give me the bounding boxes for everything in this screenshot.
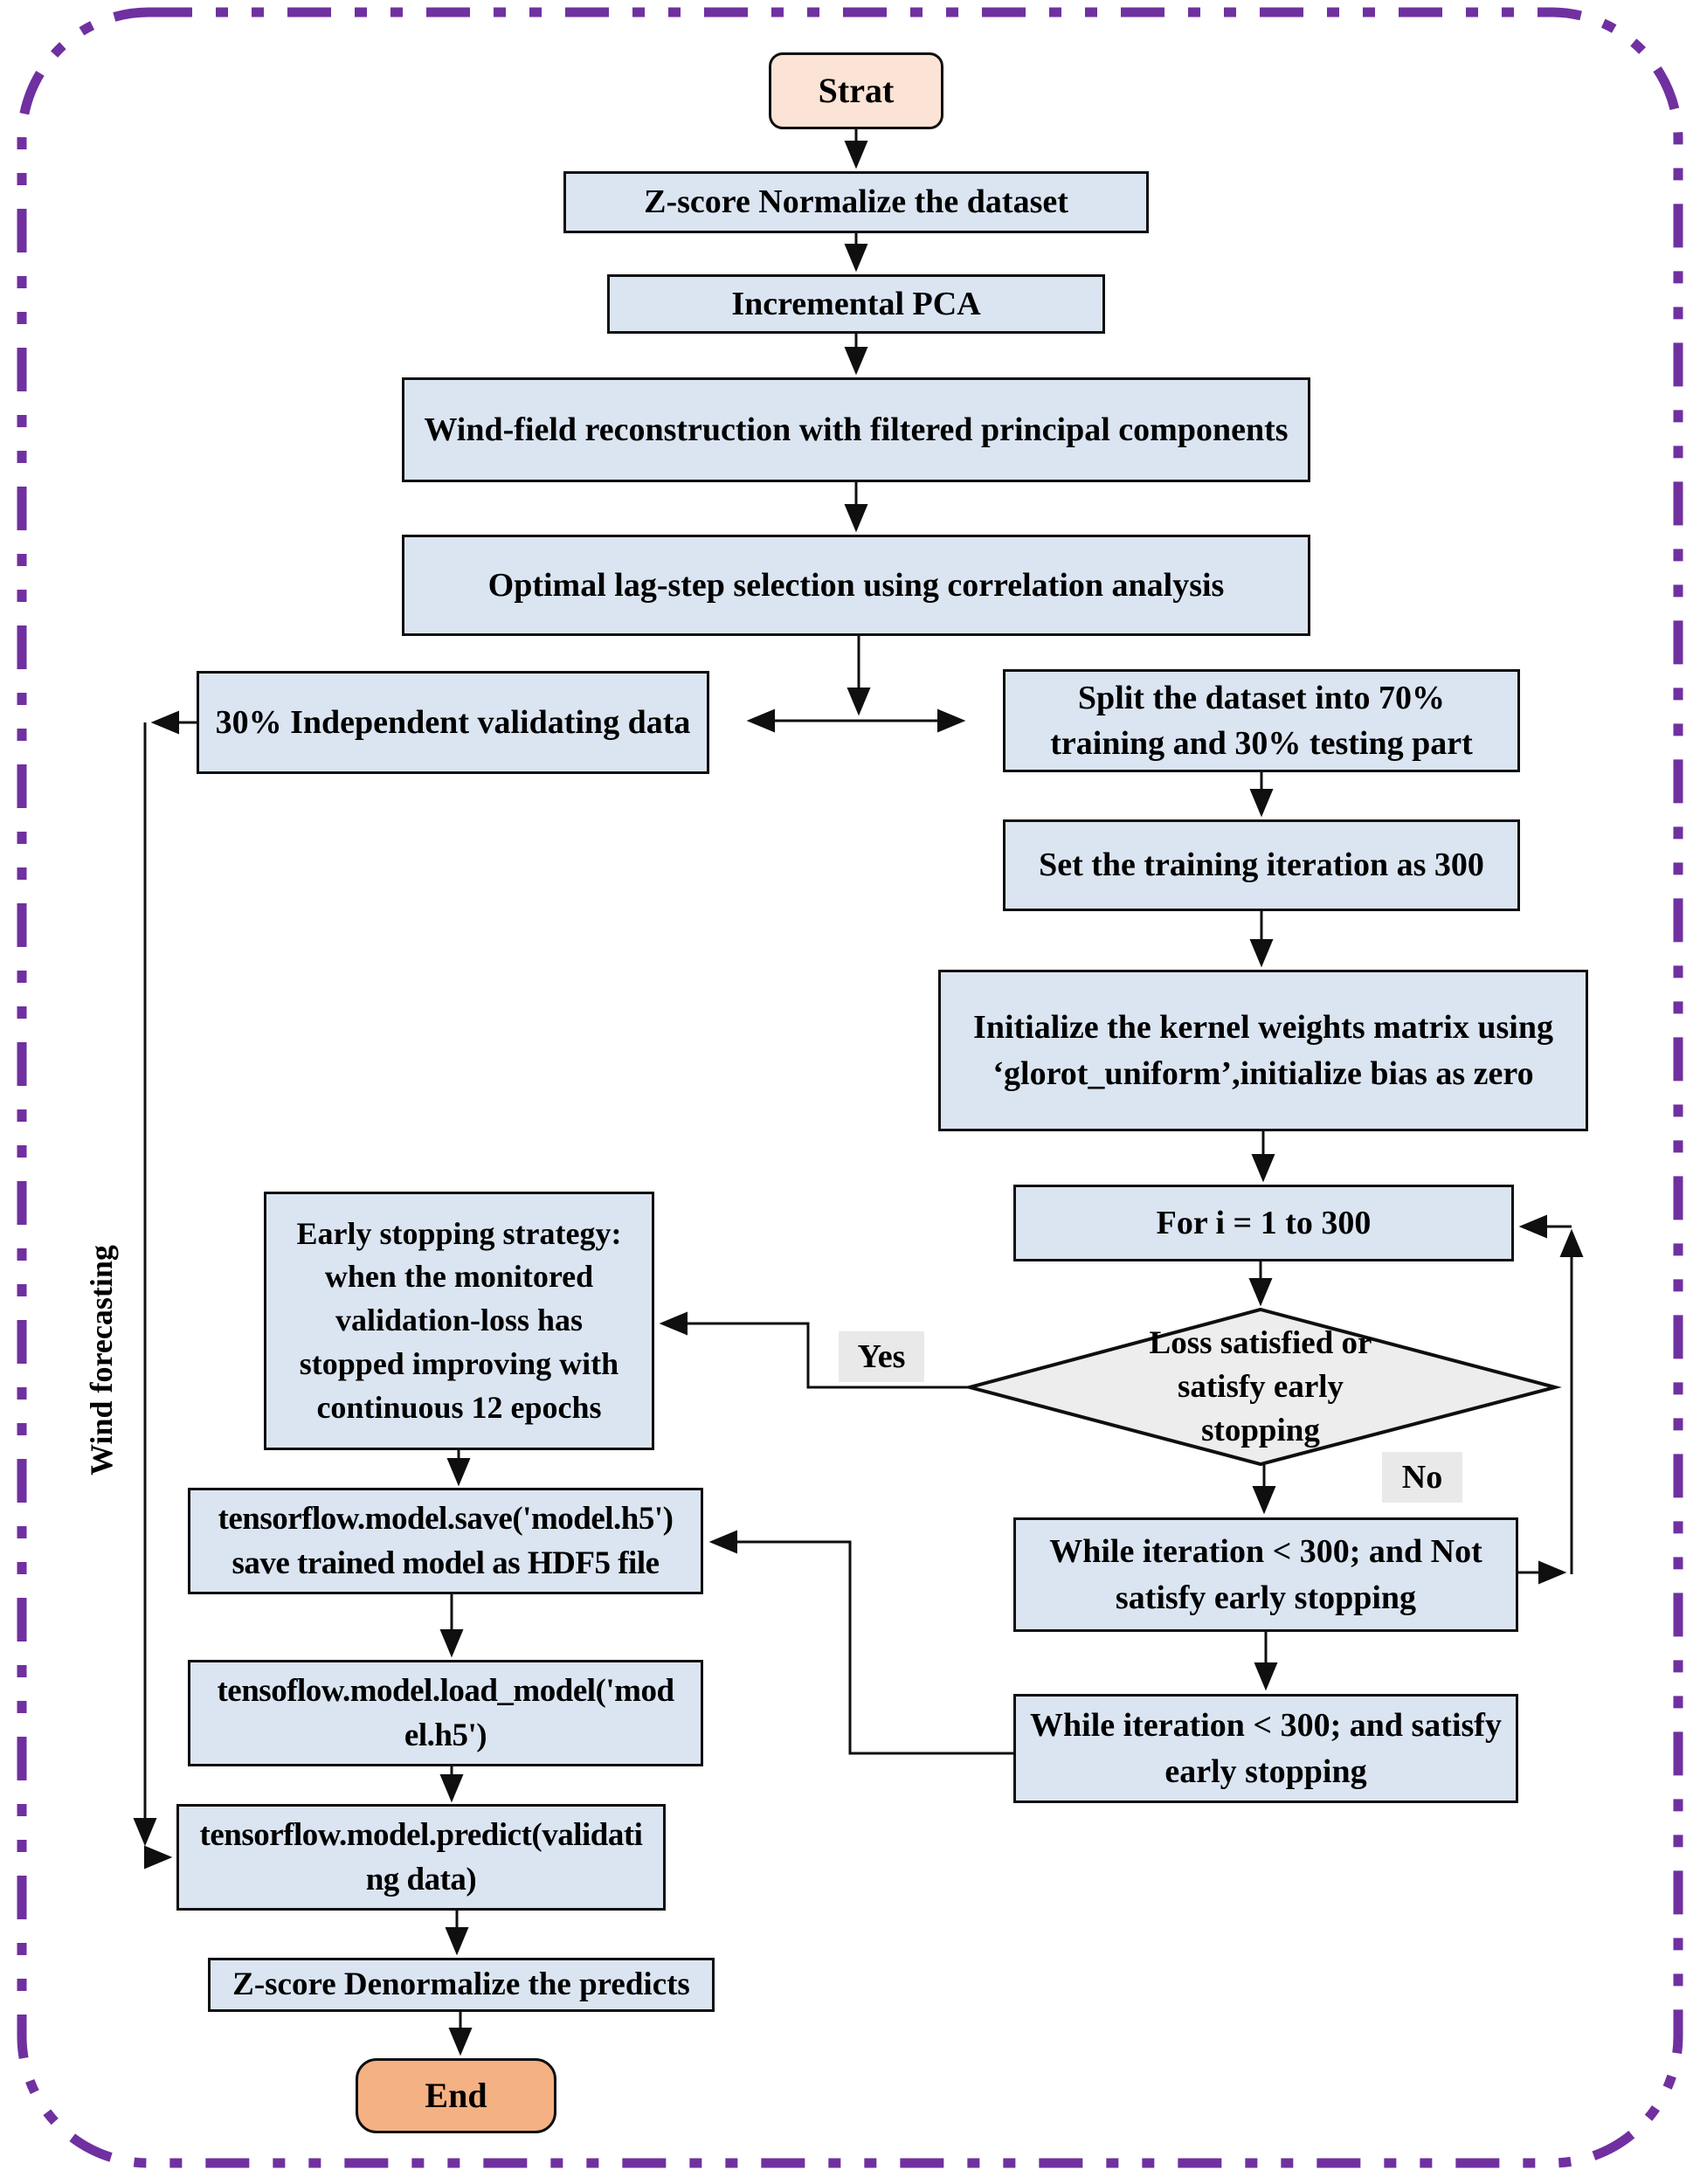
side-label-wind-forecasting: Wind forecasting <box>84 1245 119 1476</box>
flowchart-node-model-predict: tensorflow.model.predict(validati ng dat… <box>176 1804 666 1911</box>
edge-whilesat-to-save <box>708 1530 1013 1755</box>
flowchart-node-set-iteration: Set the training iteration as 300 <box>1003 819 1520 911</box>
flowchart-node-for-loop: For i = 1 to 300 <box>1013 1185 1514 1261</box>
flowchart-node-start: Strat <box>769 52 943 129</box>
flowchart-node-incremental-pca: Incremental PCA <box>607 274 1105 334</box>
flowchart-node-early-stopping: Early stopping strategy: when the monito… <box>264 1192 654 1450</box>
flowchart-node-model-load: tensoflow.model.load_model('mod el.h5') <box>188 1660 703 1766</box>
edge-label-yes: Yes <box>839 1331 924 1382</box>
flowchart-node-split-dataset: Split the dataset into 70% training and … <box>1003 669 1520 772</box>
decision-diamond-label: Loss satisfied or satisfy early stopping <box>1149 1325 1372 1448</box>
flowchart-node-windfield-reconstruction: Wind-field reconstruction with filtered … <box>402 377 1310 482</box>
flowchart-node-while-satisfy: While iteration < 300; and satisfy early… <box>1013 1694 1518 1803</box>
edge-label-no: No <box>1382 1452 1462 1503</box>
edge-decision-yes-to-earlystop <box>659 1311 970 1389</box>
flowchart-node-zscore-normalize: Z-score Normalize the dataset <box>563 171 1149 233</box>
purple-frame-border <box>17 7 1683 2168</box>
flowchart-node-lagstep-selection: Optimal lag-step selection using correla… <box>402 535 1310 636</box>
flowchart-node-validating-data: 30% Independent validating data <box>197 671 709 774</box>
flowchart-node-model-save: tensorflow.model.save('model.h5') save t… <box>188 1488 703 1594</box>
flowchart-node-while-not-satisfy: While iteration < 300; and Not satisfy e… <box>1013 1517 1518 1632</box>
flowchart-node-initialize-weights: Initialize the kernel weights matrix usi… <box>938 970 1588 1131</box>
flowchart-node-denormalize: Z-score Denormalize the predicts <box>208 1958 715 2012</box>
decision-diamond-shape <box>963 1307 1562 1467</box>
flowchart-node-end: End <box>356 2058 556 2133</box>
